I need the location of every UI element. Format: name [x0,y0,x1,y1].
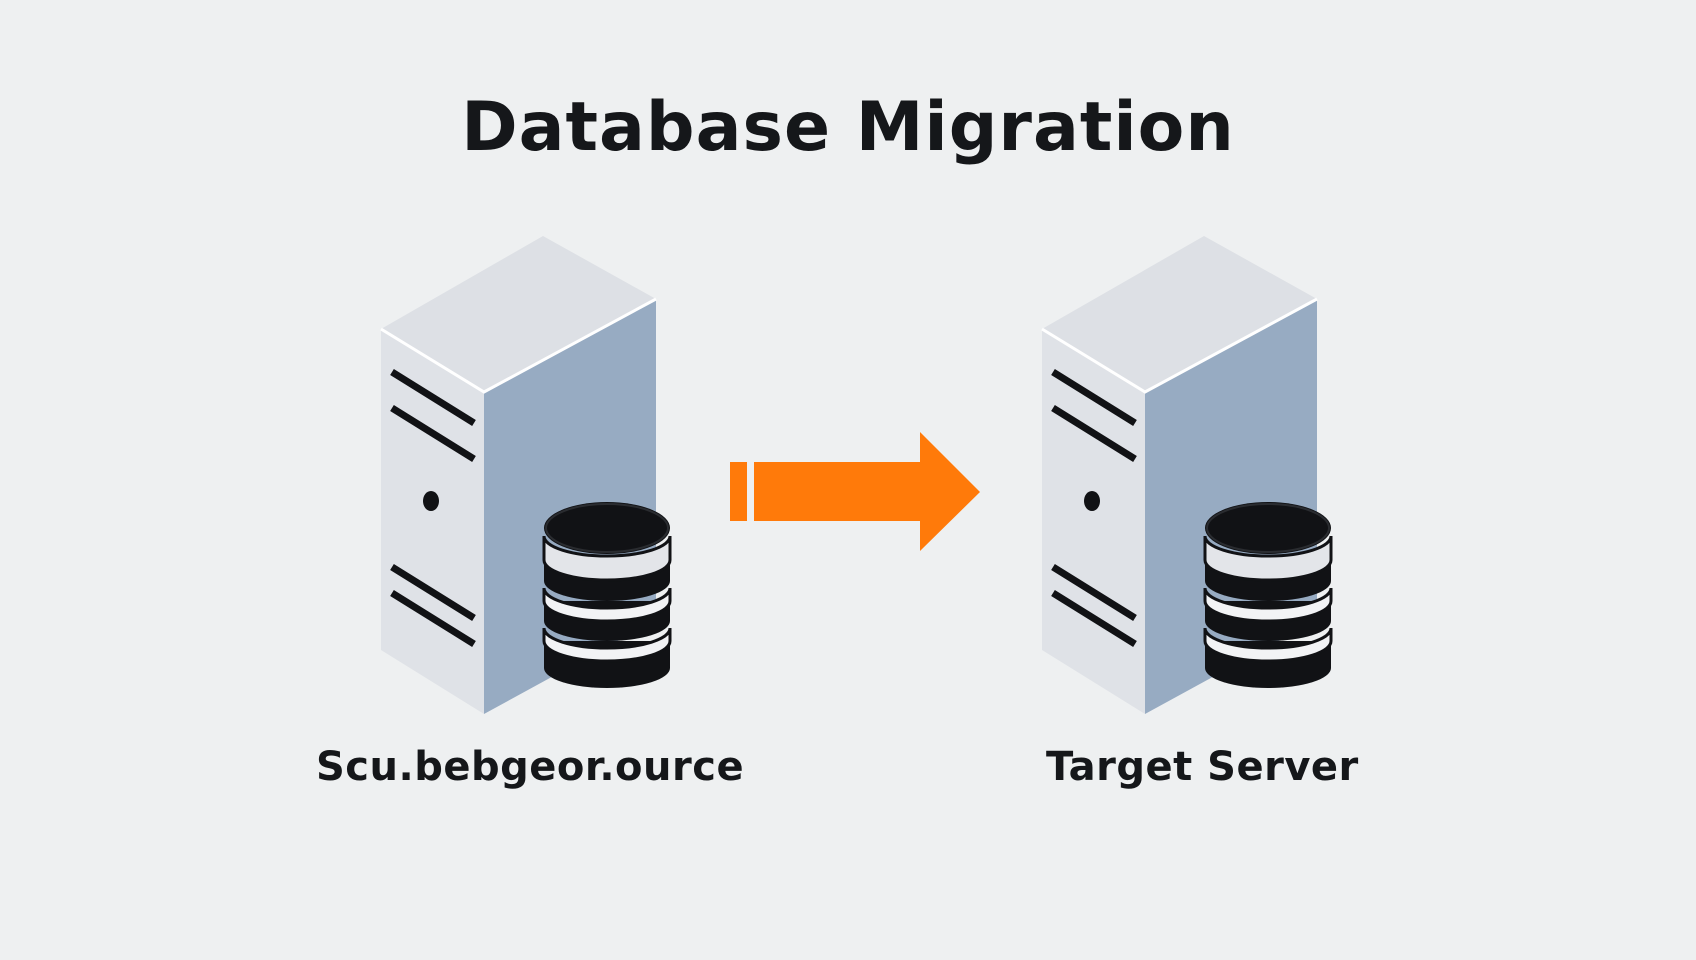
diagram-title: Database Migration [461,88,1235,167]
arrow-right-icon [730,432,980,551]
target-server-icon [1042,236,1331,714]
target-server-label: Target Server [1046,744,1359,790]
source-server-label: Scu.bebgeor.ource [316,744,745,790]
source-server-icon [381,236,670,714]
